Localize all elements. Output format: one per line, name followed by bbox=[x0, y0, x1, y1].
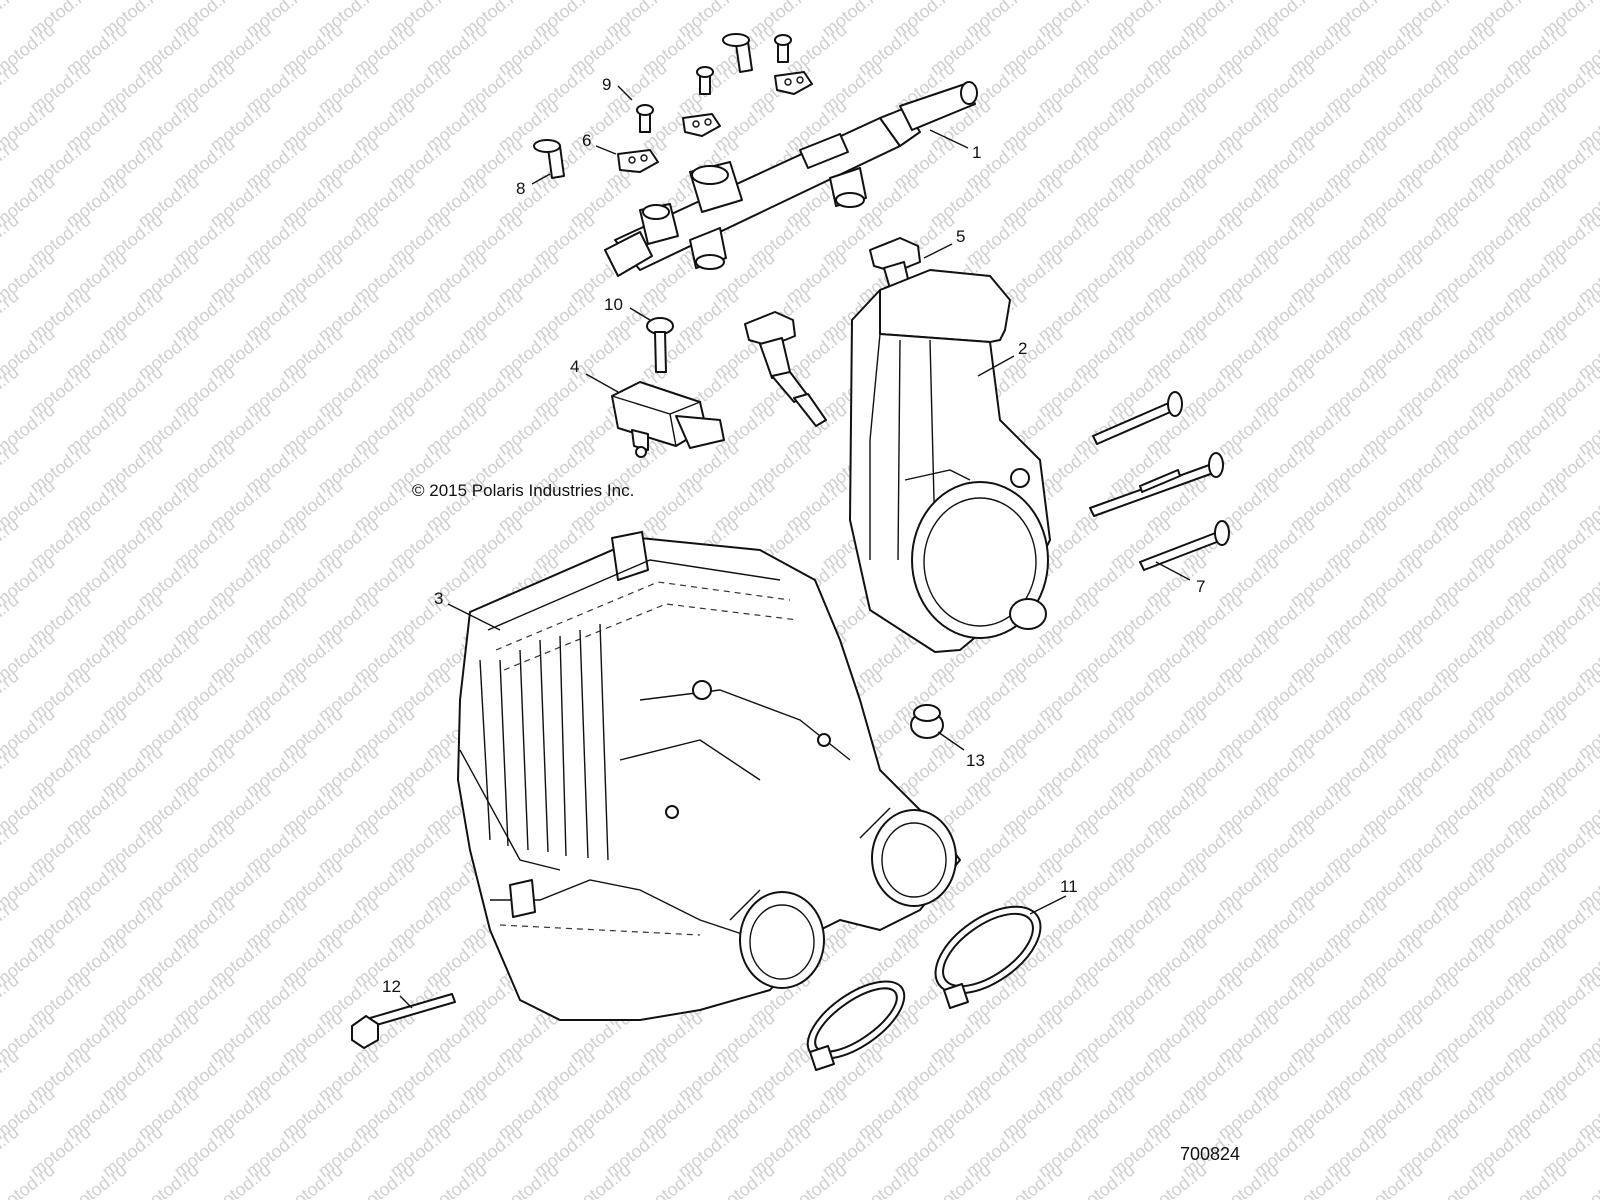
watermark-text: motod.ru bbox=[62, 1160, 130, 1200]
watermark-text: motod.ru bbox=[638, 1160, 706, 1200]
watermark-text: motod.ru bbox=[0, 514, 22, 574]
watermark-text: motod.ru bbox=[0, 1046, 22, 1106]
watermark-text: motod.ru bbox=[0, 438, 22, 498]
callout-5: 5 bbox=[956, 227, 965, 246]
watermark-text: motod.ru bbox=[206, 1160, 274, 1200]
watermark-text: motod.ru bbox=[0, 894, 22, 954]
watermark-text: motod.ru bbox=[1214, 1160, 1282, 1200]
watermark-text: motod.ru bbox=[422, 1160, 490, 1200]
watermark-text: motod.ru bbox=[1142, 1160, 1210, 1200]
callout-13: 13 bbox=[966, 751, 985, 770]
watermark-text: motod.ru bbox=[0, 742, 22, 802]
watermark-text: motod.ru bbox=[1358, 1160, 1426, 1200]
callout-6: 6 bbox=[582, 131, 591, 150]
watermark-text: motod.ru bbox=[782, 1160, 850, 1200]
callout-2: 2 bbox=[1018, 339, 1027, 358]
watermark-text: motod.ru bbox=[0, 362, 22, 422]
watermark-text: motod.ru bbox=[1070, 1160, 1138, 1200]
watermark-text: motod.ru bbox=[0, 818, 22, 878]
watermark-text: motod.ru bbox=[926, 1160, 994, 1200]
callout-8: 8 bbox=[516, 179, 525, 198]
watermark-text: motod.ru bbox=[0, 286, 22, 346]
callout-11: 11 bbox=[1060, 877, 1078, 896]
watermark-text: motod.ru bbox=[0, 666, 22, 726]
watermark-text: motod.ru bbox=[1286, 1160, 1354, 1200]
callout-10: 10 bbox=[604, 295, 623, 314]
grommet-part bbox=[910, 704, 944, 739]
watermark-text: motod.ru bbox=[0, 58, 22, 118]
watermark-text: motod.ru bbox=[710, 1160, 778, 1200]
watermark-text: motod.ru bbox=[998, 1160, 1066, 1200]
watermark-text: motod.ru bbox=[278, 1160, 346, 1200]
watermark-text: motod.ru bbox=[0, 1122, 22, 1182]
watermark-text: motod.ru bbox=[1574, 1160, 1600, 1200]
callout-1: 1 bbox=[972, 143, 981, 162]
watermark-text: motod.ru bbox=[0, 210, 22, 270]
watermark-text: motod.ru bbox=[134, 1160, 202, 1200]
watermark-text: motod.ru bbox=[1502, 1160, 1570, 1200]
callout-9: 9 bbox=[602, 75, 611, 94]
watermark-text: motod.ru bbox=[1430, 1160, 1498, 1200]
watermark-text: motod.ru bbox=[0, 0, 22, 41]
watermark-text: motod.ru bbox=[350, 1160, 418, 1200]
drawing-number: 700824 bbox=[1180, 1144, 1240, 1164]
watermark-text: motod.ru bbox=[566, 1160, 634, 1200]
watermark-text: motod.ru bbox=[494, 1160, 562, 1200]
callout-3: 3 bbox=[434, 589, 443, 608]
callout-4: 4 bbox=[570, 357, 579, 376]
watermark-text: motod.ru bbox=[1574, 0, 1600, 3]
watermark-text: motod.ru bbox=[0, 970, 22, 1030]
watermark-text: motod.ru bbox=[854, 1160, 922, 1200]
copyright-notice: © 2015 Polaris Industries Inc. bbox=[412, 481, 634, 500]
watermark-text: motod.ru bbox=[0, 134, 22, 194]
watermark-text: motod.ru bbox=[0, 590, 22, 650]
callout-7: 7 bbox=[1196, 577, 1205, 596]
throttle-body-part bbox=[849, 269, 1051, 653]
callout-12: 12 bbox=[382, 977, 401, 996]
